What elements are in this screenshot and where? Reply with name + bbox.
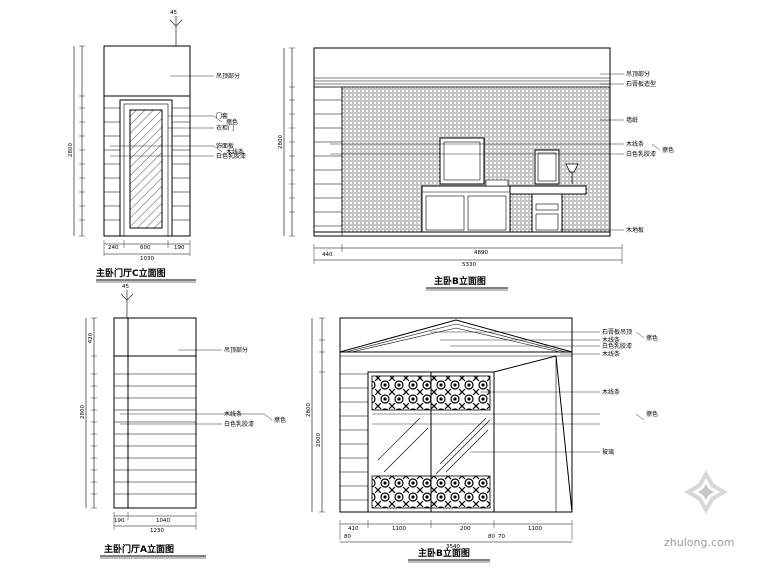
b-top-callout-gypsum: 石膏板造型 [626,80,656,88]
b-top-dim-1: 440 [322,252,333,258]
c-callout-trim: 木线条 [226,148,244,156]
a-callout-stain: 擦色 [274,416,286,424]
b-bottom-callout-ceiling: 石膏板吊顶 [602,328,632,336]
b-bottom-callout-trim: 木线条 [602,336,620,344]
b-top-height-dim: 2800 [278,135,284,149]
b-bottom-height-dim: 2800 [306,403,312,417]
watermark: zhulong.com [664,470,734,549]
a-total-dim: 1230 [150,528,164,534]
b-bottom-total-dim: 3540 [446,544,460,550]
b-top-callout-wallpaper: 墙纸 [626,116,638,124]
c-top-dim: 45 [170,10,177,16]
b-top-callout-paint: 白色乳胶漆 [626,150,656,158]
a-title: 主卧门厅A立面图 [104,543,174,555]
b-top-callout-floor: 木地板 [626,226,644,234]
b-bottom-callout-stain-2: 擦色 [646,410,658,418]
c-total-dim: 1030 [140,256,154,262]
a-top-dim: 45 [122,284,129,290]
b-bottom-callout-stain: 擦色 [646,334,658,342]
b-bottom-callout-trim-2: 木线条 [602,350,620,358]
b-bottom-callout-glass: 玻璃 [602,448,614,456]
c-callout-paint: 白色乳胶漆 [216,152,246,160]
elevation-b-bottom: 2000 2800 410 1100 200 1100 80 80 70 354… [306,317,658,563]
watermark-logo-icon [684,470,728,514]
c-height-dim: 2800 [68,143,74,157]
c-dim-3: 190 [174,245,185,251]
b-top-dim-2: 4890 [474,250,488,256]
watermark-text: zhulong.com [664,536,734,549]
b-bottom-dim-1: 410 [348,526,359,532]
elevation-a: 45 420 2800 [80,284,286,559]
b-top-callout-stain: 擦色 [662,146,674,154]
elevation-c: 45 2800 [68,10,246,283]
b-top-total-dim: 5330 [462,262,476,268]
a-callout-ceiling: 吊顶部分 [224,346,248,354]
a-callout-paint: 白色乳胶漆 [224,420,254,428]
a-dim-1: 190 [114,518,125,524]
b-top-callout-trim: 木线条 [626,140,644,148]
c-callout-frame: 门套 [216,112,228,120]
b-bottom-sub-dim-2: 80 [488,534,495,540]
a-height-dim: 2800 [80,405,86,419]
b-bottom-title: 主卧B立面图 [418,547,470,559]
a-dim-2: 1040 [156,518,170,524]
b-top-title: 主卧B立面图 [434,275,486,287]
b-top-callout-ceiling: 吊顶部分 [626,70,650,78]
c-callout-stain: 擦色 [226,118,238,126]
c-callout-panel: 饰面板 [216,142,234,150]
b-bottom-sub-dim-3: 70 [498,534,505,540]
c-dim-1: 240 [108,245,119,251]
elevation-b-top: 2800 440 4890 5330 吊顶部分 石膏板造型 墙纸 木线条 擦色 … [278,47,674,291]
b-bottom-dim-3: 200 [460,526,471,532]
c-callout-door: 衣柜门 [216,124,234,132]
c-callout-ceiling: 吊顶部分 [216,72,240,80]
b-bottom-callout-paint: 白色乳胶漆 [602,342,632,350]
b-bottom-seg-dim: 2000 [316,433,322,447]
b-bottom-callout-trim-3: 木线条 [602,388,620,396]
a-callout-trim: 木线条 [224,410,242,418]
b-bottom-dim-4: 1100 [528,526,542,532]
c-title: 主卧门厅C立面图 [96,267,166,279]
b-bottom-dim-2: 1100 [392,526,406,532]
c-dim-2: 600 [140,245,151,251]
a-top-seg-dim: 420 [88,332,94,343]
b-bottom-sub-dim-1: 80 [344,534,351,540]
